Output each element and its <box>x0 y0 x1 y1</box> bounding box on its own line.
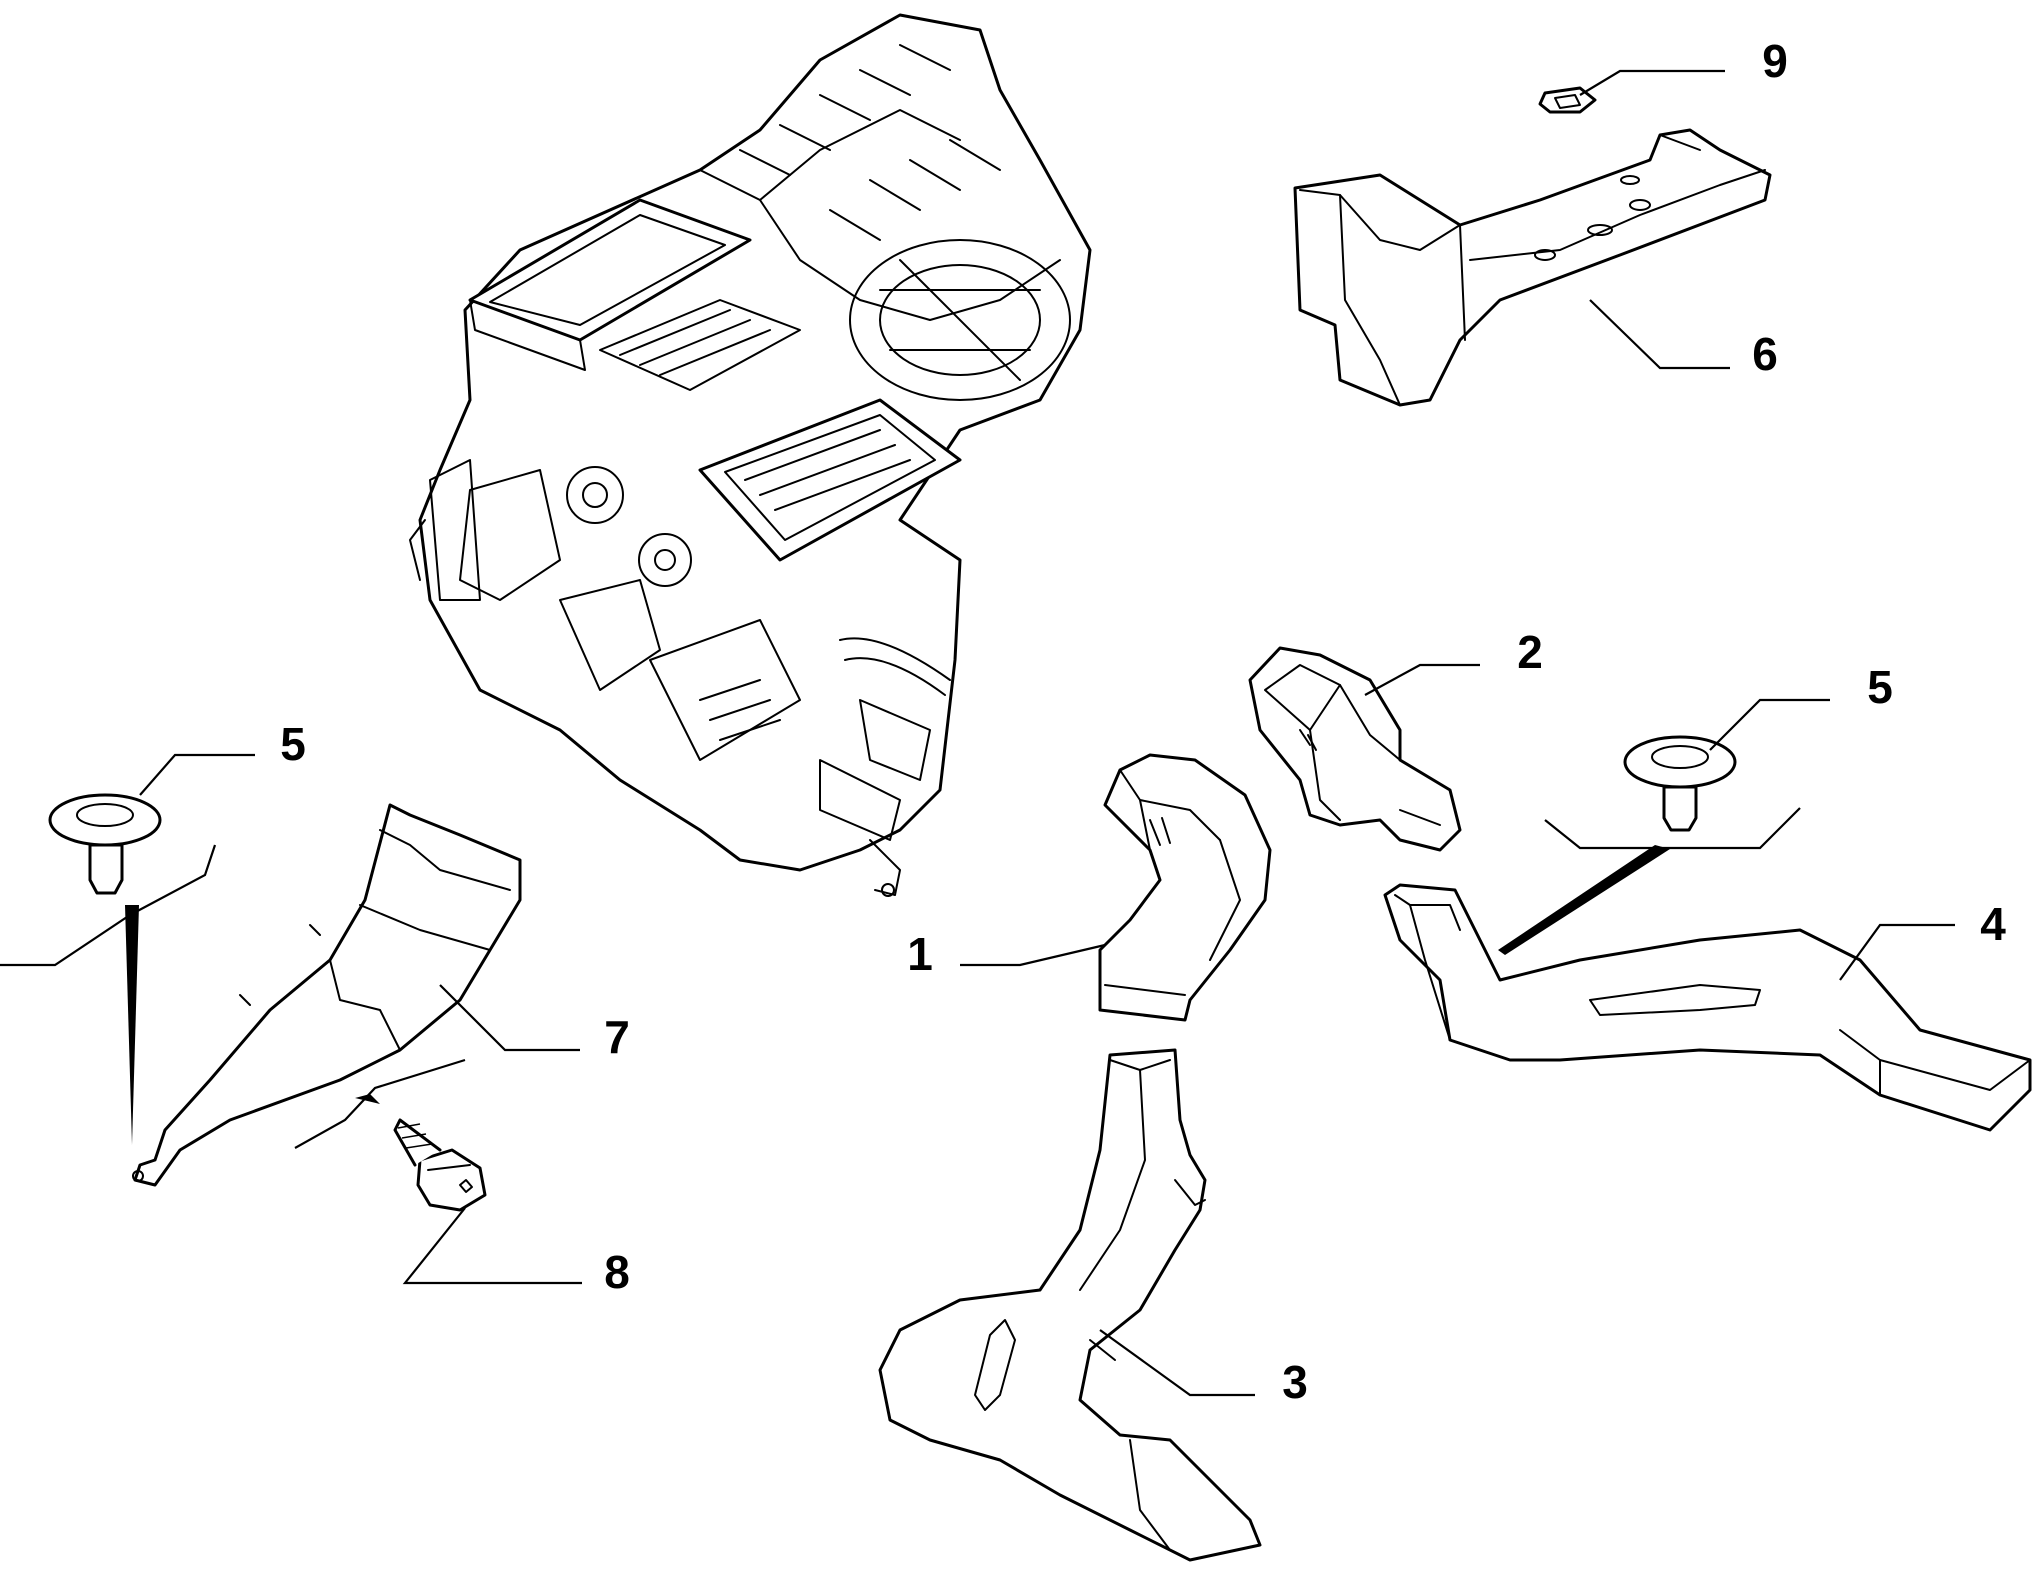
callout-3: 3 <box>1282 1356 1308 1408</box>
leader-line-1 <box>960 943 1106 967</box>
part-2-small-air-duct <box>1248 646 1462 852</box>
part-3-lower-long-air-duct <box>878 1048 1262 1562</box>
part-1-curved-air-duct <box>1098 753 1272 1022</box>
part-5-push-clip-right <box>1623 735 1737 832</box>
hvac-unit-assembly <box>409 13 1092 897</box>
fastener-bracket-left-8 <box>294 1058 466 1149</box>
callout-2: 2 <box>1517 626 1543 678</box>
callout-4: 4 <box>1980 898 2006 950</box>
leader-line-6 <box>1589 299 1730 370</box>
fastener-pointer-left-8 <box>355 1094 380 1104</box>
callout-9: 9 <box>1762 35 1788 87</box>
leader-line-9 <box>1579 69 1725 96</box>
part-5-push-clip-left <box>48 793 162 895</box>
callout-5-left: 5 <box>280 718 306 770</box>
part-7-left-air-duct <box>132 803 522 1187</box>
callout-labels: 1 2 3 4 5 5 6 7 8 9 <box>280 35 2006 1408</box>
leader-line-3 <box>1099 1329 1255 1397</box>
leader-line-7 <box>439 984 580 1052</box>
callout-1: 1 <box>907 928 933 980</box>
leader-line-8 <box>402 1207 582 1285</box>
callout-8: 8 <box>604 1246 630 1298</box>
leader-line-5-right <box>1709 698 1830 751</box>
fastener-pointer-left-7 <box>125 905 139 1145</box>
part-6-upper-air-duct <box>1293 128 1772 407</box>
callout-7: 7 <box>604 1011 630 1063</box>
leader-line-4 <box>1839 923 1955 981</box>
leader-line-5-left <box>139 753 255 796</box>
callout-6: 6 <box>1752 328 1778 380</box>
fastener-pointer-right <box>1498 845 1670 955</box>
leader-lines <box>0 69 1955 1397</box>
part-4-right-air-duct <box>1383 883 2032 1132</box>
leader-line-2 <box>1364 663 1480 696</box>
callout-5-right: 5 <box>1867 661 1893 713</box>
part-8-screw <box>393 1118 487 1212</box>
